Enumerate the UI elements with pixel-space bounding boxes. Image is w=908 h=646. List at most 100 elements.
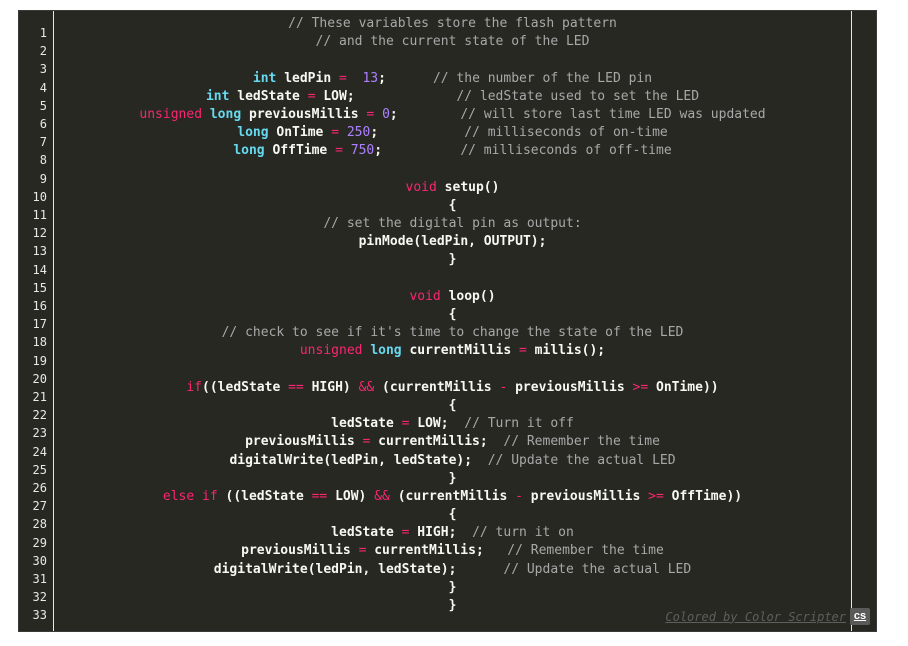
code-token: LOW; — [409, 416, 465, 432]
line-number: 3 — [39, 62, 47, 77]
line-number: 17 — [32, 317, 47, 332]
code-token: = — [358, 543, 367, 559]
code-token: == — [311, 488, 328, 504]
code-token: long — [370, 343, 402, 359]
code-line: } — [54, 579, 851, 597]
code-token: previousMillis — [241, 106, 367, 122]
code-line: // These variables store the flash patte… — [54, 15, 851, 33]
code-token: (currentMillis — [374, 379, 500, 395]
code-token — [347, 71, 363, 86]
code-line: // check to see if it's time to change t… — [54, 324, 851, 342]
code-line: if((ledState == HIGH) && (currentMillis … — [54, 379, 851, 397]
code-token: == — [288, 379, 304, 395]
code-token: // Update the actual LED — [503, 561, 692, 577]
code-token: LOW) — [327, 488, 375, 504]
code-token: digitalWrite(ledPin, ledState); — [229, 452, 488, 468]
line-number: 19 — [32, 353, 47, 368]
line-number: 25 — [32, 462, 47, 477]
code-token: - — [515, 488, 523, 504]
code-token: { — [448, 507, 457, 523]
line-number: 12 — [32, 226, 47, 241]
code-line: unsigned long currentMillis = millis(); — [54, 342, 851, 360]
code-line: unsigned long previousMillis = 0; // wil… — [54, 106, 851, 124]
line-number: 8 — [39, 153, 47, 168]
code-token: OffTime)) — [663, 488, 743, 504]
code-token: long — [209, 106, 242, 122]
code-token: // Update the actual LED — [487, 452, 676, 468]
code-token: unsigned — [139, 106, 203, 122]
code-token — [339, 125, 347, 140]
code-token: ((ledState — [202, 379, 289, 395]
code-token — [194, 489, 202, 504]
code-token: // Remember the time — [507, 543, 664, 559]
code-token: HIGH; — [409, 525, 473, 541]
code-token: previousMillis — [522, 488, 649, 504]
code-token: { — [448, 307, 457, 322]
code-line: pinMode(ledPin, OUTPUT); — [54, 233, 851, 251]
code-line: { — [54, 506, 851, 524]
code-token: = — [401, 416, 410, 432]
code-line: else if ((ledState == LOW) && (currentMi… — [54, 488, 851, 506]
line-number: 11 — [32, 208, 47, 222]
code-line: { — [54, 306, 851, 324]
code-token: && — [358, 379, 375, 395]
code-token: // and the current state of the LED — [315, 34, 590, 50]
code-line: void loop() — [54, 288, 851, 306]
code-token: OnTime — [268, 125, 332, 141]
code-token: } — [448, 470, 457, 486]
code-line: previousMillis = currentMillis; // Remem… — [54, 433, 851, 451]
code-token: // milliseconds of on-time — [464, 125, 668, 141]
code-token: previousMillis — [241, 543, 359, 559]
code-line: long OffTime = 750; // milliseconds of o… — [54, 142, 851, 160]
code-token: ; — [374, 143, 461, 159]
code-line — [54, 161, 851, 179]
code-token: // milliseconds of off-time — [460, 143, 672, 159]
code-token: = — [335, 143, 343, 159]
code-token: currentMillis; — [370, 434, 504, 450]
code-token: // Turn it off — [464, 416, 574, 432]
code-token: OffTime — [264, 143, 336, 159]
code-token: = — [519, 343, 527, 359]
code-area: // These variables store the flash patte… — [54, 15, 851, 615]
code-token: = — [307, 88, 316, 104]
line-number: 5 — [39, 98, 47, 113]
line-number: 9 — [39, 171, 47, 186]
code-token: pinMode(ledPin, OUTPUT); — [358, 234, 547, 250]
code-token: ; — [389, 106, 461, 122]
code-token: // check to see if it's time to change t… — [221, 325, 684, 341]
line-number: 23 — [32, 426, 47, 441]
code-token: setup() — [436, 179, 500, 195]
code-token: currentMillis; — [366, 543, 508, 559]
code-line: { — [54, 397, 851, 415]
color-scripter-link[interactable]: Colored by Color Scripter — [665, 609, 846, 624]
line-number: 24 — [32, 444, 47, 459]
code-token — [202, 107, 210, 122]
code-line: } — [54, 470, 851, 488]
code-token: loop() — [440, 288, 496, 304]
code-line: digitalWrite(ledPin, ledState); // Updat… — [54, 452, 851, 470]
right-divider — [851, 11, 852, 631]
line-number: 27 — [32, 499, 47, 514]
code-token: if — [186, 379, 203, 395]
code-token: long — [233, 143, 265, 159]
line-number: 6 — [39, 117, 47, 131]
code-token: 250 — [346, 125, 371, 141]
line-number: 13 — [32, 244, 47, 259]
code-token: ledState — [331, 525, 402, 541]
code-line: previousMillis = currentMillis; // Remem… — [54, 542, 851, 560]
code-token: OnTime)) — [648, 379, 719, 395]
code-token: unsigned — [299, 343, 363, 359]
footer: Colored by Color Scripter cs — [665, 608, 870, 625]
line-number: 26 — [32, 481, 47, 495]
code-line: long OnTime = 250; // milliseconds of on… — [54, 124, 851, 142]
line-number: 31 — [32, 572, 47, 586]
line-number: 28 — [32, 517, 47, 532]
line-number: 15 — [32, 280, 47, 295]
line-number: 14 — [32, 262, 47, 277]
cs-badge-icon[interactable]: cs — [850, 608, 870, 625]
code-token: ledPin — [276, 70, 339, 86]
code-token: int — [205, 88, 230, 104]
code-token: = — [339, 70, 347, 86]
line-number: 7 — [39, 135, 47, 150]
